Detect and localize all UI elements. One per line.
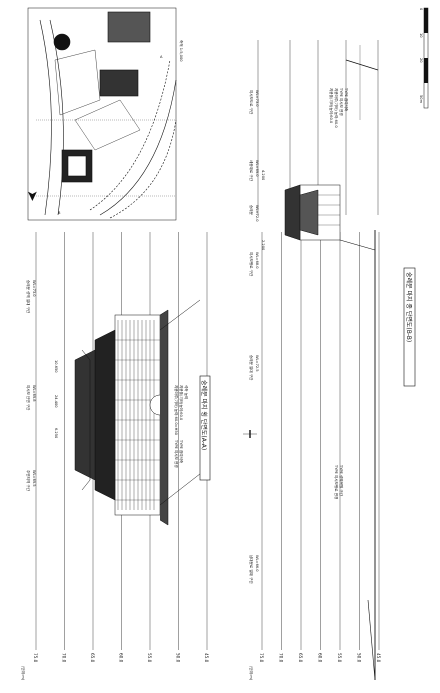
zone-label: 남대문로 일대 구간 (249, 555, 254, 584)
section-top-elevations: 75.0 70.0 65.0 60.0 55.0 50.0 45.0 (33, 653, 209, 663)
gate-roof-lower (299, 189, 319, 236)
section-note: TYPE 미시보행로 변경 (334, 464, 339, 499)
zone-label: 미시보 단면 구간 (26, 385, 31, 411)
unit-label-top: (단위:m) (21, 666, 26, 681)
section-top-title: 숭례문 마지 횡 단면도(A-A) (200, 380, 208, 450)
road-curve (89, 59, 171, 211)
elevation-label: 50.0 (357, 653, 362, 663)
unit-label-bottom: (단위:m) (249, 666, 254, 681)
gate-building-core (67, 155, 87, 177)
section-bottom-structure (243, 184, 376, 681)
zone-value: WL=73.0 (32, 280, 36, 297)
zone-label: 숭례문 일대 구간 (249, 355, 254, 381)
section-note: 지붕마루(기와) 높이:60.0 (334, 88, 339, 128)
section-bottom-title-box (403, 267, 416, 387)
section-note: 지붕틀(기와)높이:60.0 (179, 385, 184, 421)
north-arrow-icon: ➤ (24, 190, 40, 202)
roundabout-mark (53, 33, 71, 51)
pavilion-roof-lower (74, 349, 96, 481)
section-note: TYPE 미시보 변경 (174, 439, 179, 468)
zone-value: WL=69.5 (32, 470, 36, 487)
zone-label: 세종대로 구간 (249, 160, 254, 182)
zone-value: WL=72.5 (255, 355, 259, 372)
section-top-structure (74, 299, 206, 526)
elevation-label: 75.0 (259, 653, 264, 663)
elevation-label: 65.0 (90, 653, 95, 663)
site-plan-frame (27, 7, 177, 221)
scale-bar-label: 20 (419, 58, 423, 63)
elevation-label: 75.0 (33, 653, 38, 663)
building-block (99, 69, 139, 97)
section-bottom-grid (261, 232, 380, 650)
scale-bar (423, 7, 429, 109)
elevation-label: 60.0 (318, 653, 323, 663)
gate-arch (149, 394, 161, 416)
zone-value: WL=73.0 (255, 90, 259, 107)
section-bottom-title: 숭례문 마지 종 단면도(B-B) (405, 272, 413, 342)
road-curve (99, 79, 177, 216)
elevation-label: 70.0 (62, 653, 67, 663)
dimension-label: 4.200 (261, 170, 265, 181)
pavilion-roof-upper (94, 329, 116, 501)
section-note: 지붕틀(기와)높이:60.0 (329, 88, 334, 124)
section-note: TYPE 참여석축 (179, 439, 184, 464)
building-block (107, 11, 151, 43)
embankment (159, 309, 169, 526)
scale-bar-label: 10 (419, 33, 423, 38)
parcel-outline (54, 49, 101, 116)
dimension-label: 6.250 (54, 428, 58, 439)
dimension-label: 2.200 (261, 240, 265, 251)
parcel-outline (74, 99, 141, 151)
zone-value: WL=66.0 (255, 555, 259, 572)
section-note: TYPE 미시보 변경 (339, 87, 344, 116)
zone-label: 미시보도로 구간 (249, 90, 254, 115)
site-marker-a: A (160, 55, 163, 59)
elevation-label: 55.0 (337, 653, 342, 663)
scale-bar-label: 0 (419, 8, 423, 11)
site-plan (27, 7, 177, 221)
elevation-label: 50.0 (176, 653, 181, 663)
site-scale-label: 축척 1:5,000 (179, 40, 184, 62)
elevation-label: 60.0 (119, 653, 124, 663)
elevation-label: 45.0 (376, 653, 381, 663)
zone-value: WL=69.0 (255, 160, 259, 177)
section-note: 석축 높이 (184, 385, 189, 399)
road-curve (39, 19, 52, 216)
dimension-label: 24.400 (54, 395, 58, 408)
section-note: TYPE 참여석축 (344, 87, 349, 112)
zone-label: 미시보행로 구간 (249, 252, 254, 277)
zone-label: 주변지역 구간 (26, 470, 31, 492)
masonry-hatching (115, 320, 160, 510)
zone-label: 숭례문 (249, 205, 254, 216)
elevation-label: 55.0 (147, 653, 152, 663)
gate-roof-upper (284, 184, 301, 241)
section-top-title-box (199, 375, 211, 481)
scale-bar-label: 50m (419, 95, 423, 104)
zone-value: WL=68.0 (255, 252, 259, 269)
zone-value: WL=69.8 (32, 385, 36, 402)
elevation-label: 45.0 (204, 653, 209, 663)
elevation-label: 65.0 (298, 653, 303, 663)
section-bottom-elevations: 75.0 70.0 65.0 60.0 55.0 50.0 45.0 (259, 653, 381, 663)
section-note: TYPE 성벽복원 구간 (339, 464, 344, 497)
section-note: 지붕마루(기와) 높이:60.0=H50 (174, 385, 179, 436)
dimension-label: 10.650 (54, 360, 58, 373)
zone-label: 숭례문 성벽 일대 구간 (26, 280, 31, 314)
zone-value: WL=72.0 (255, 205, 259, 222)
site-marker-b: B (58, 211, 61, 215)
elevation-label: 70.0 (279, 653, 284, 663)
